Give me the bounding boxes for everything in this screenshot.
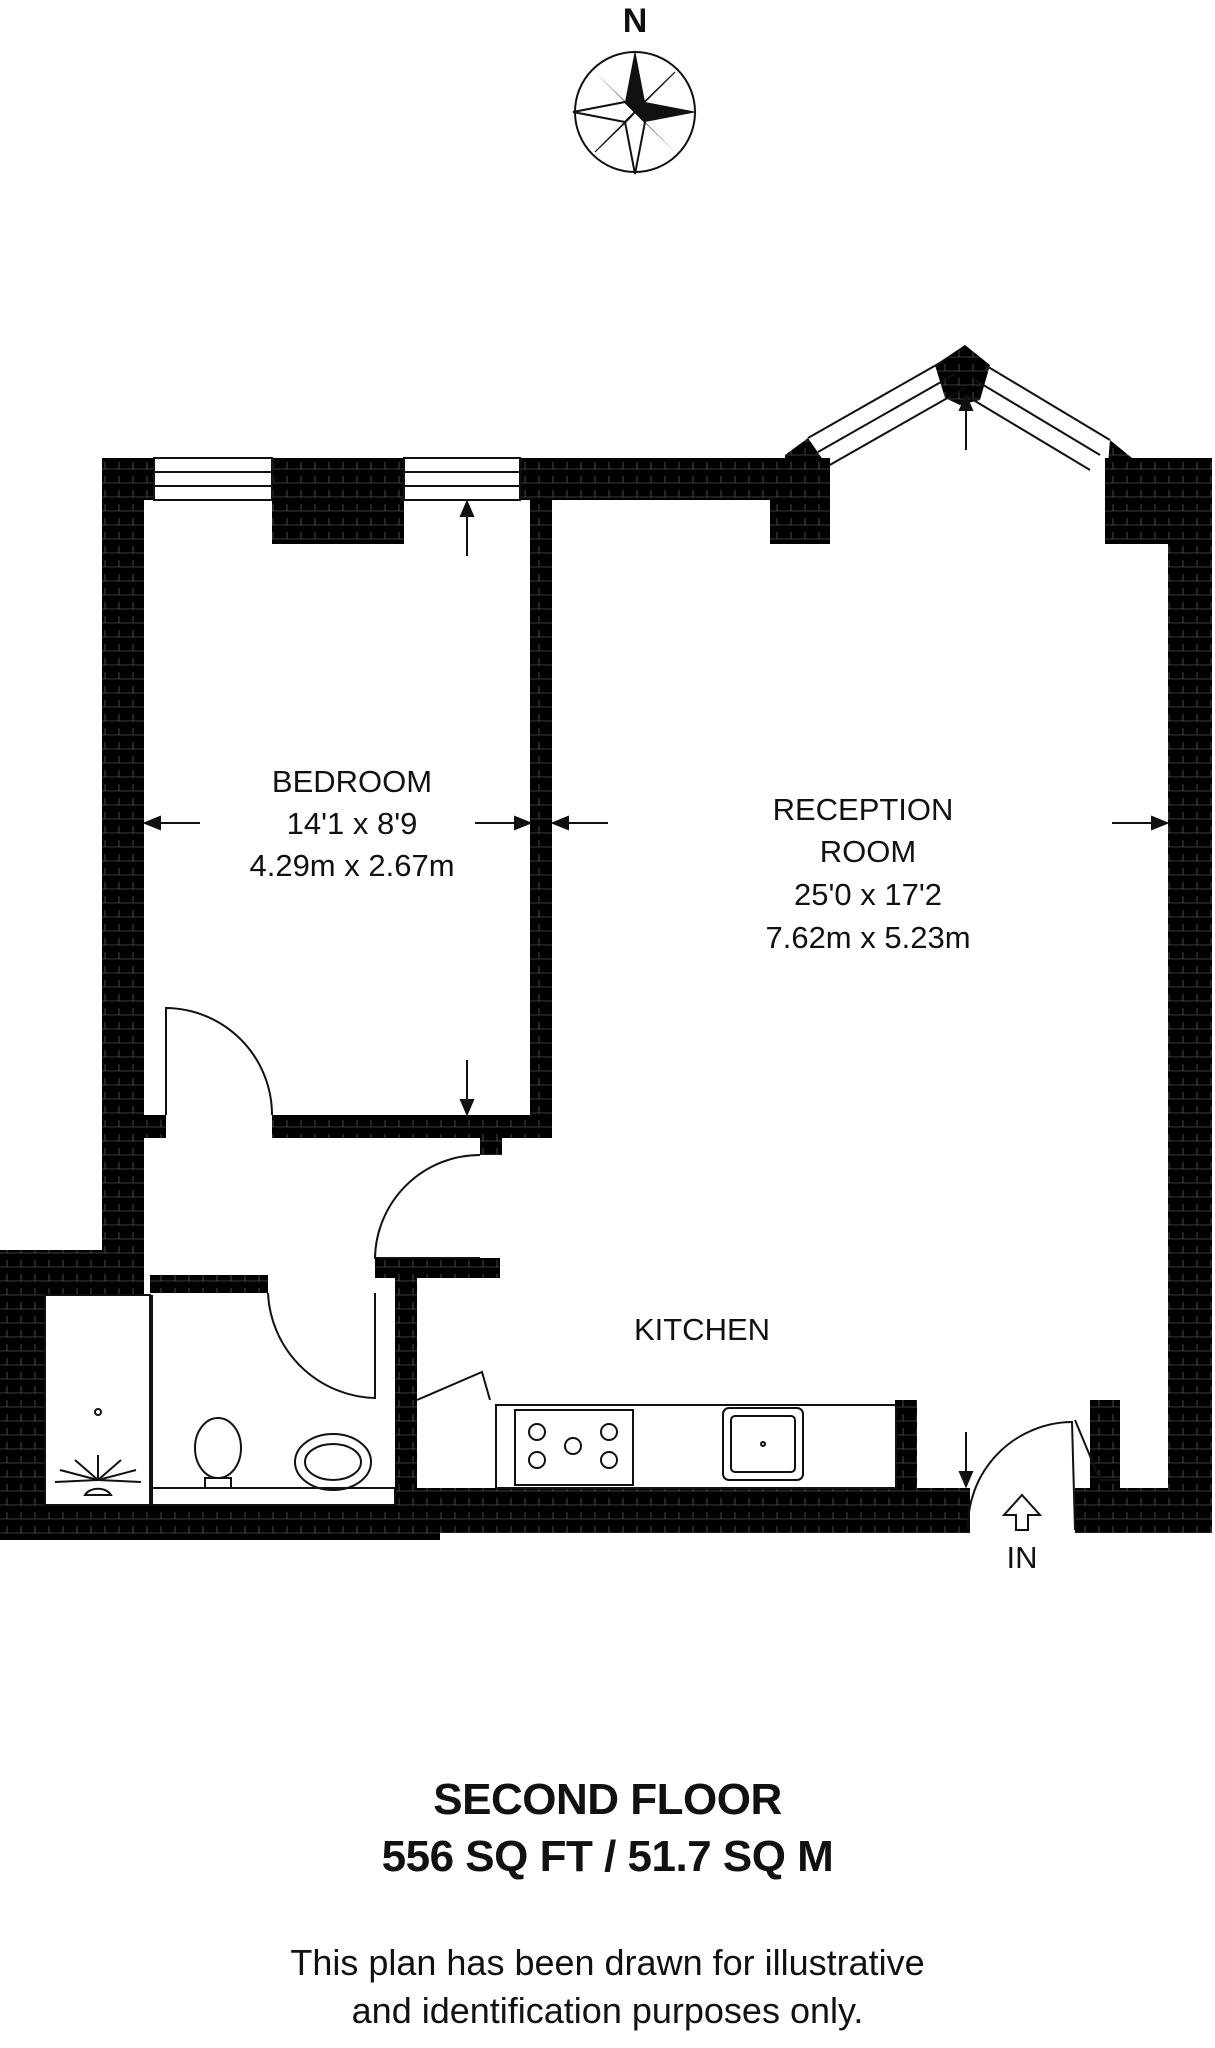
disclaimer-line-2: and identification purposes only. [351,1990,864,2031]
floor-area: 556 SQ FT / 51.7 SQ M [381,1832,834,1881]
doors [165,1006,1120,1531]
bedroom-metric-size: 4.29m x 2.67m [249,848,454,883]
sink-icon [294,1433,372,1491]
bathroom-fixtures [44,1294,396,1506]
reception-metric-size: 7.62m x 5.23m [765,920,970,955]
disclaimer-line-1: This plan has been drawn for illustrativ… [290,1942,925,1983]
reception-name-line2: ROOM [820,834,916,869]
reception-imperial-size: 25'0 x 17'2 [794,877,942,912]
walls [0,345,1212,1540]
hob-icon [514,1409,634,1486]
compass-rose-icon [572,50,697,175]
floor-plan: N [0,2,1212,1575]
toilet-icon [194,1417,242,1479]
bay-windows [807,359,1111,471]
kitchen-name: KITCHEN [634,1312,770,1347]
reception-name-line1: RECEPTION [773,792,954,827]
bedroom-windows [153,457,521,501]
bedroom-name: BEDROOM [272,764,432,799]
shower-icon [54,1455,142,1496]
entrance-arrow-icon [1001,1493,1043,1531]
dimension-arrows [142,393,1170,1489]
entrance-label: IN [1007,1540,1038,1575]
kitchen-sink-icon [722,1407,804,1481]
kitchen-counter [495,1404,897,1489]
floor-title: SECOND FLOOR [433,1775,782,1824]
compass-north-label: N [623,2,648,40]
bedroom-imperial-size: 14'1 x 8'9 [287,806,418,841]
